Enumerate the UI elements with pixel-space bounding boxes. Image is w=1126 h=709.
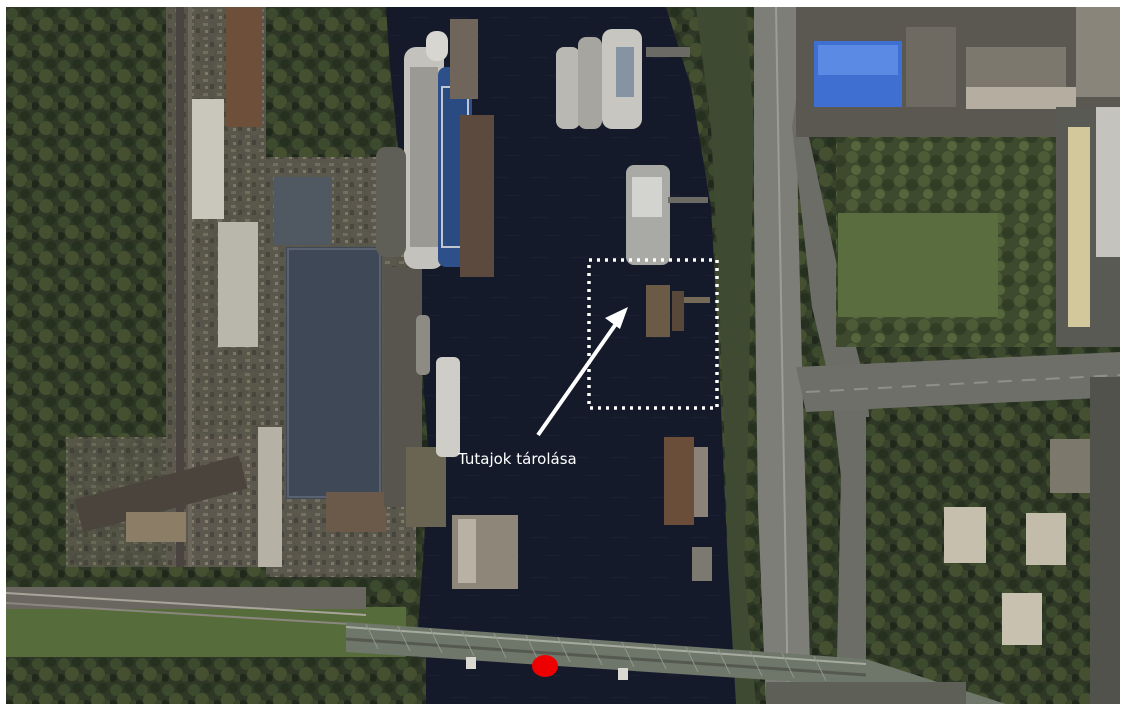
raft xyxy=(646,285,670,337)
vegetation-area xyxy=(6,657,426,704)
jetty xyxy=(646,47,690,57)
warehouse-roof xyxy=(226,7,262,127)
ship xyxy=(556,47,580,129)
jetty xyxy=(668,197,708,203)
rail-track xyxy=(176,7,184,567)
street xyxy=(1090,377,1120,704)
rail-track xyxy=(188,7,192,567)
barge xyxy=(460,115,494,277)
building-row xyxy=(1068,127,1090,327)
bridge-pier xyxy=(466,657,476,669)
map-frame: Tutajok tárolása xyxy=(6,7,1120,704)
building-roof xyxy=(126,512,186,542)
building-roof xyxy=(274,177,332,245)
bridge-pier xyxy=(618,668,628,680)
ship xyxy=(376,147,406,257)
barge xyxy=(450,19,478,99)
road-marking xyxy=(775,7,789,704)
barge xyxy=(664,437,694,525)
pier xyxy=(406,447,446,527)
ship xyxy=(578,37,602,129)
shed-roof xyxy=(258,427,282,567)
satellite-map: Tutajok tárolása xyxy=(6,7,1120,704)
annotation-label: Tutajok tárolása xyxy=(457,450,577,468)
jetty xyxy=(684,297,710,303)
apartment-building xyxy=(1050,439,1090,493)
apartment-building xyxy=(1002,593,1042,645)
embankment xyxy=(696,7,756,704)
red-dot-marker-icon xyxy=(532,655,558,677)
hall-roof xyxy=(286,247,382,499)
bridge-truss-pattern xyxy=(365,623,827,682)
boat xyxy=(692,547,712,581)
road-marking xyxy=(805,374,1120,393)
ship xyxy=(436,357,460,457)
apartment-building xyxy=(1026,513,1066,565)
road-under-bridge xyxy=(766,682,966,704)
boat xyxy=(416,315,430,375)
shed-roof xyxy=(218,222,258,347)
ship-deck xyxy=(410,67,438,247)
arrow-icon xyxy=(536,307,628,437)
apartment-building xyxy=(944,507,986,563)
boat xyxy=(458,519,476,583)
building-tall xyxy=(1096,107,1120,257)
ship xyxy=(426,31,448,61)
building-roof xyxy=(326,492,386,532)
rail-line xyxy=(6,592,367,616)
bridge-truss xyxy=(345,637,867,677)
ship-deck xyxy=(616,47,634,97)
raft xyxy=(672,291,684,331)
building-facade xyxy=(966,87,1076,109)
shed-roof xyxy=(192,99,224,219)
building-roof xyxy=(1076,7,1120,97)
rail-line xyxy=(6,602,367,626)
barge xyxy=(694,447,708,517)
warehouse-roof xyxy=(74,455,248,533)
road-junction xyxy=(796,352,1120,412)
building-roof xyxy=(906,27,956,107)
rail-embankment xyxy=(6,587,366,609)
storage-area-highlight xyxy=(587,258,719,410)
park-lawn xyxy=(838,213,998,317)
ship-deck xyxy=(632,177,662,217)
building-blue-roof-detail xyxy=(818,45,898,75)
